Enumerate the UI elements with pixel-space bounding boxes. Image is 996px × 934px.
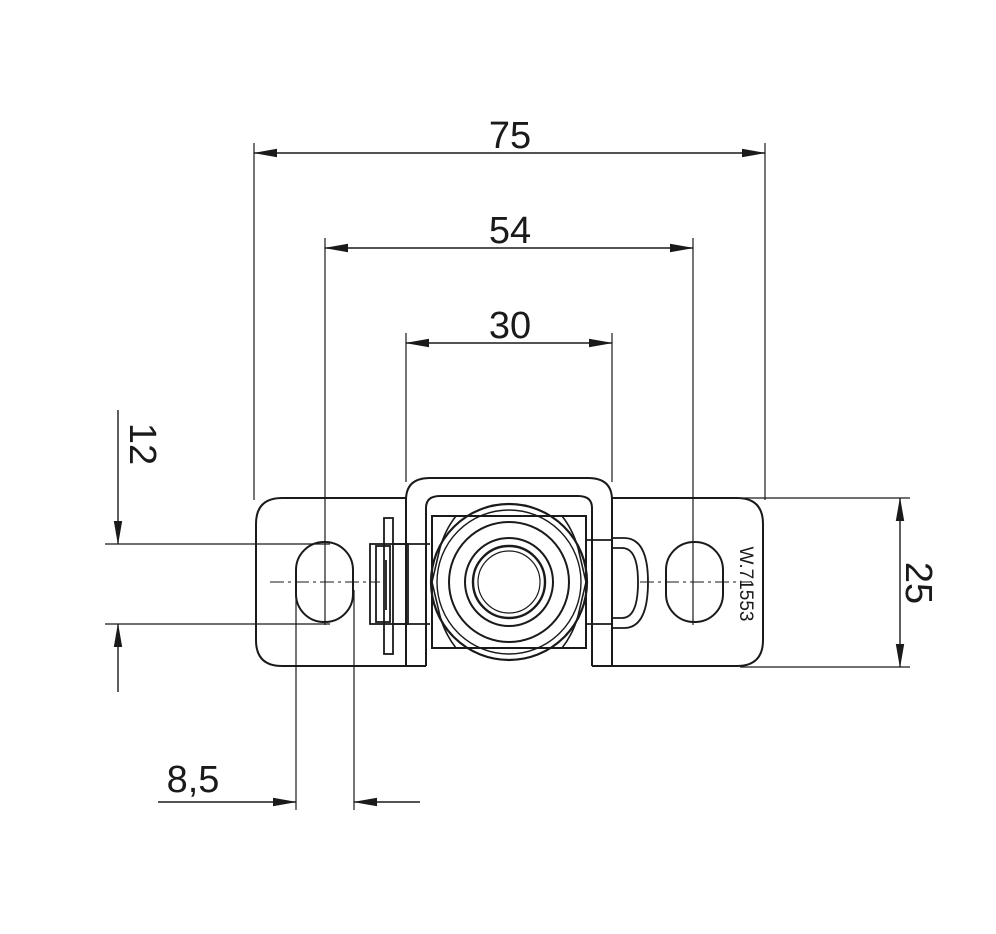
- dim-text-30: 30: [489, 305, 531, 347]
- right-pin: [586, 537, 649, 629]
- nut-body: [448, 521, 570, 643]
- left-flange: [255, 497, 406, 667]
- dim-text-54: 54: [489, 210, 531, 252]
- threaded-bore: [471, 544, 547, 620]
- bracket-outer: [405, 477, 613, 666]
- dim-text-8-5: 8,5: [167, 759, 220, 801]
- dim-text-12: 12: [121, 423, 163, 465]
- hex-nut-outline: [431, 515, 587, 649]
- bracket-inner: [425, 495, 593, 666]
- dim-text-75: 75: [489, 115, 531, 157]
- mounting-plate: [255, 477, 764, 667]
- hex-nut: [429, 502, 589, 662]
- nut-washer-outer: [429, 502, 589, 662]
- extension-lines: [105, 143, 910, 810]
- dim-text-25: 25: [897, 562, 939, 604]
- right-flange: [612, 497, 764, 667]
- left-pin: [369, 517, 430, 655]
- dimension-lines: [113, 148, 905, 807]
- part-number-label: W.71553: [735, 547, 756, 622]
